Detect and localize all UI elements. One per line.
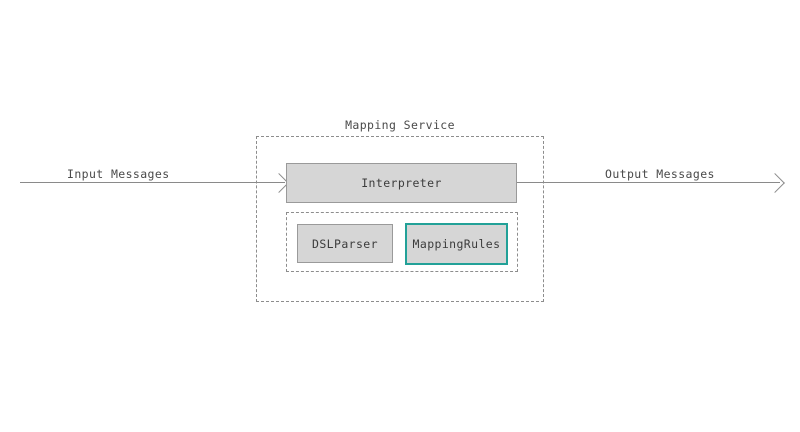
mappingrules-label: MappingRules xyxy=(412,237,501,251)
mapping-service-boundary xyxy=(256,136,544,302)
input-messages-label: Input Messages xyxy=(67,167,170,181)
output-arrow-head-icon xyxy=(765,172,785,193)
output-messages-label: Output Messages xyxy=(605,167,715,181)
dslparser-label: DSLParser xyxy=(312,236,378,251)
interpreter-box[interactable]: Interpreter xyxy=(286,163,517,203)
interpreter-label: Interpreter xyxy=(361,176,442,190)
dslparser-box[interactable]: DSLParser xyxy=(297,224,393,263)
mappingrules-box[interactable]: MappingRules xyxy=(405,223,508,265)
subcomponents-boundary xyxy=(286,212,518,272)
input-flow-line xyxy=(20,182,285,183)
output-flow-line xyxy=(517,182,780,183)
mapping-service-title: Mapping Service xyxy=(345,118,455,132)
